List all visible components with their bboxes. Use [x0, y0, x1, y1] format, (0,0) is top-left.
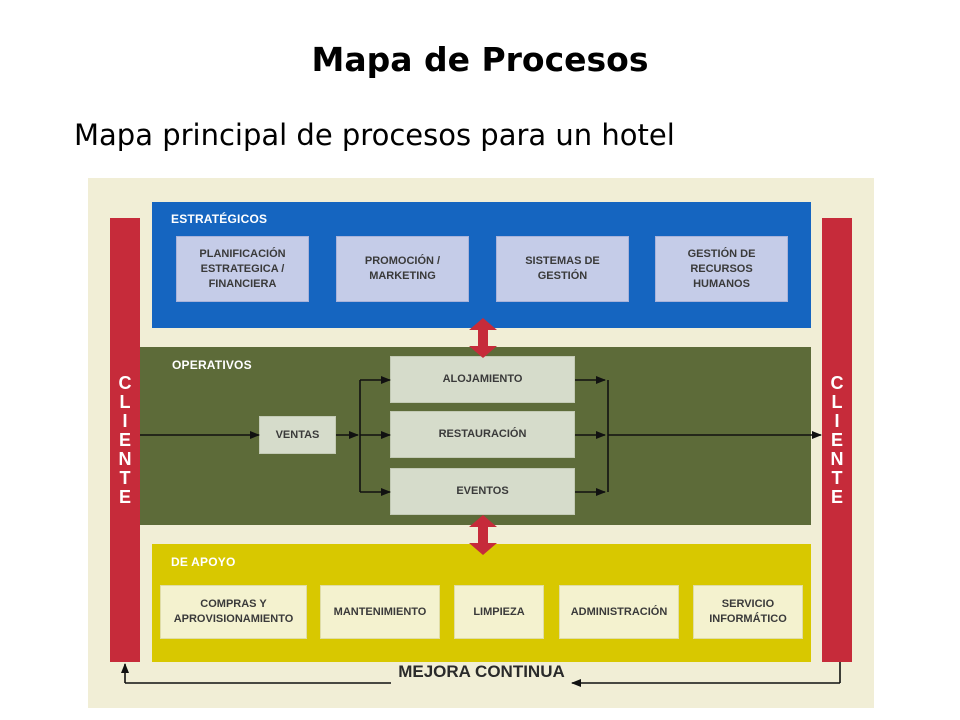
box-limpieza: LIMPIEZA	[454, 585, 544, 639]
cliente-letter: N	[118, 448, 132, 469]
box-promocion: PROMOCIÓN / MARKETING	[336, 236, 469, 302]
cliente-bar-right: C L I E N T E	[822, 218, 852, 662]
band-label-apoyo: DE APOYO	[171, 555, 236, 569]
cliente-letter: C	[830, 372, 844, 393]
box-gestion-rrhh: GESTIÓN DE RECURSOS HUMANOS	[655, 236, 788, 302]
box-sistemas: SISTEMAS DE GESTIÓN	[496, 236, 629, 302]
box-compras: COMPRAS Y APROVISIONAMIENTO	[160, 585, 307, 639]
box-restauracion: RESTAURACIÓN	[390, 411, 575, 458]
box-eventos: EVENTOS	[390, 468, 575, 515]
box-mantenimiento: MANTENIMIENTO	[320, 585, 440, 639]
band-label-operativos: OPERATIVOS	[172, 358, 252, 372]
box-planificacion: PLANIFICACIÓN ESTRATEGICA / FINANCIERA	[176, 236, 309, 302]
cliente-bar-left: C L I E N T E	[110, 218, 140, 662]
cliente-letter: E	[830, 429, 843, 450]
box-ventas: VENTAS	[259, 416, 336, 454]
process-map-diagram: ESTRATÉGICOS PLANIFICACIÓN ESTRATEGICA /…	[88, 178, 874, 708]
cliente-letter: C	[118, 372, 132, 393]
box-administracion: ADMINISTRACIÓN	[559, 585, 679, 639]
connector-lines	[121, 318, 841, 687]
band-label-estrategicos: ESTRATÉGICOS	[171, 212, 268, 226]
box-servicio-informatico: SERVICIO INFORMÁTICO	[693, 585, 803, 639]
page-subtitle: Mapa principal de procesos para un hotel	[74, 118, 675, 152]
cliente-letter: I	[122, 410, 128, 431]
cliente-letter: T	[119, 467, 131, 488]
cliente-letter: I	[834, 410, 840, 431]
cliente-letter: E	[830, 486, 843, 507]
double-arrow-icon	[469, 318, 497, 555]
mejora-continua-label: MEJORA CONTINUA	[391, 662, 572, 682]
band-estrategicos: ESTRATÉGICOS PLANIFICACIÓN ESTRATEGICA /…	[152, 202, 811, 328]
band-apoyo: DE APOYO COMPRAS Y APROVISIONAMIENTO MAN…	[152, 544, 811, 662]
cliente-letter: E	[118, 429, 131, 450]
cliente-letter: T	[831, 467, 843, 488]
cliente-letter: L	[831, 391, 843, 412]
cliente-letter: N	[830, 448, 844, 469]
cliente-letter: E	[118, 486, 131, 507]
cliente-letter: L	[119, 391, 131, 412]
page-title: Mapa de Procesos	[311, 40, 649, 79]
